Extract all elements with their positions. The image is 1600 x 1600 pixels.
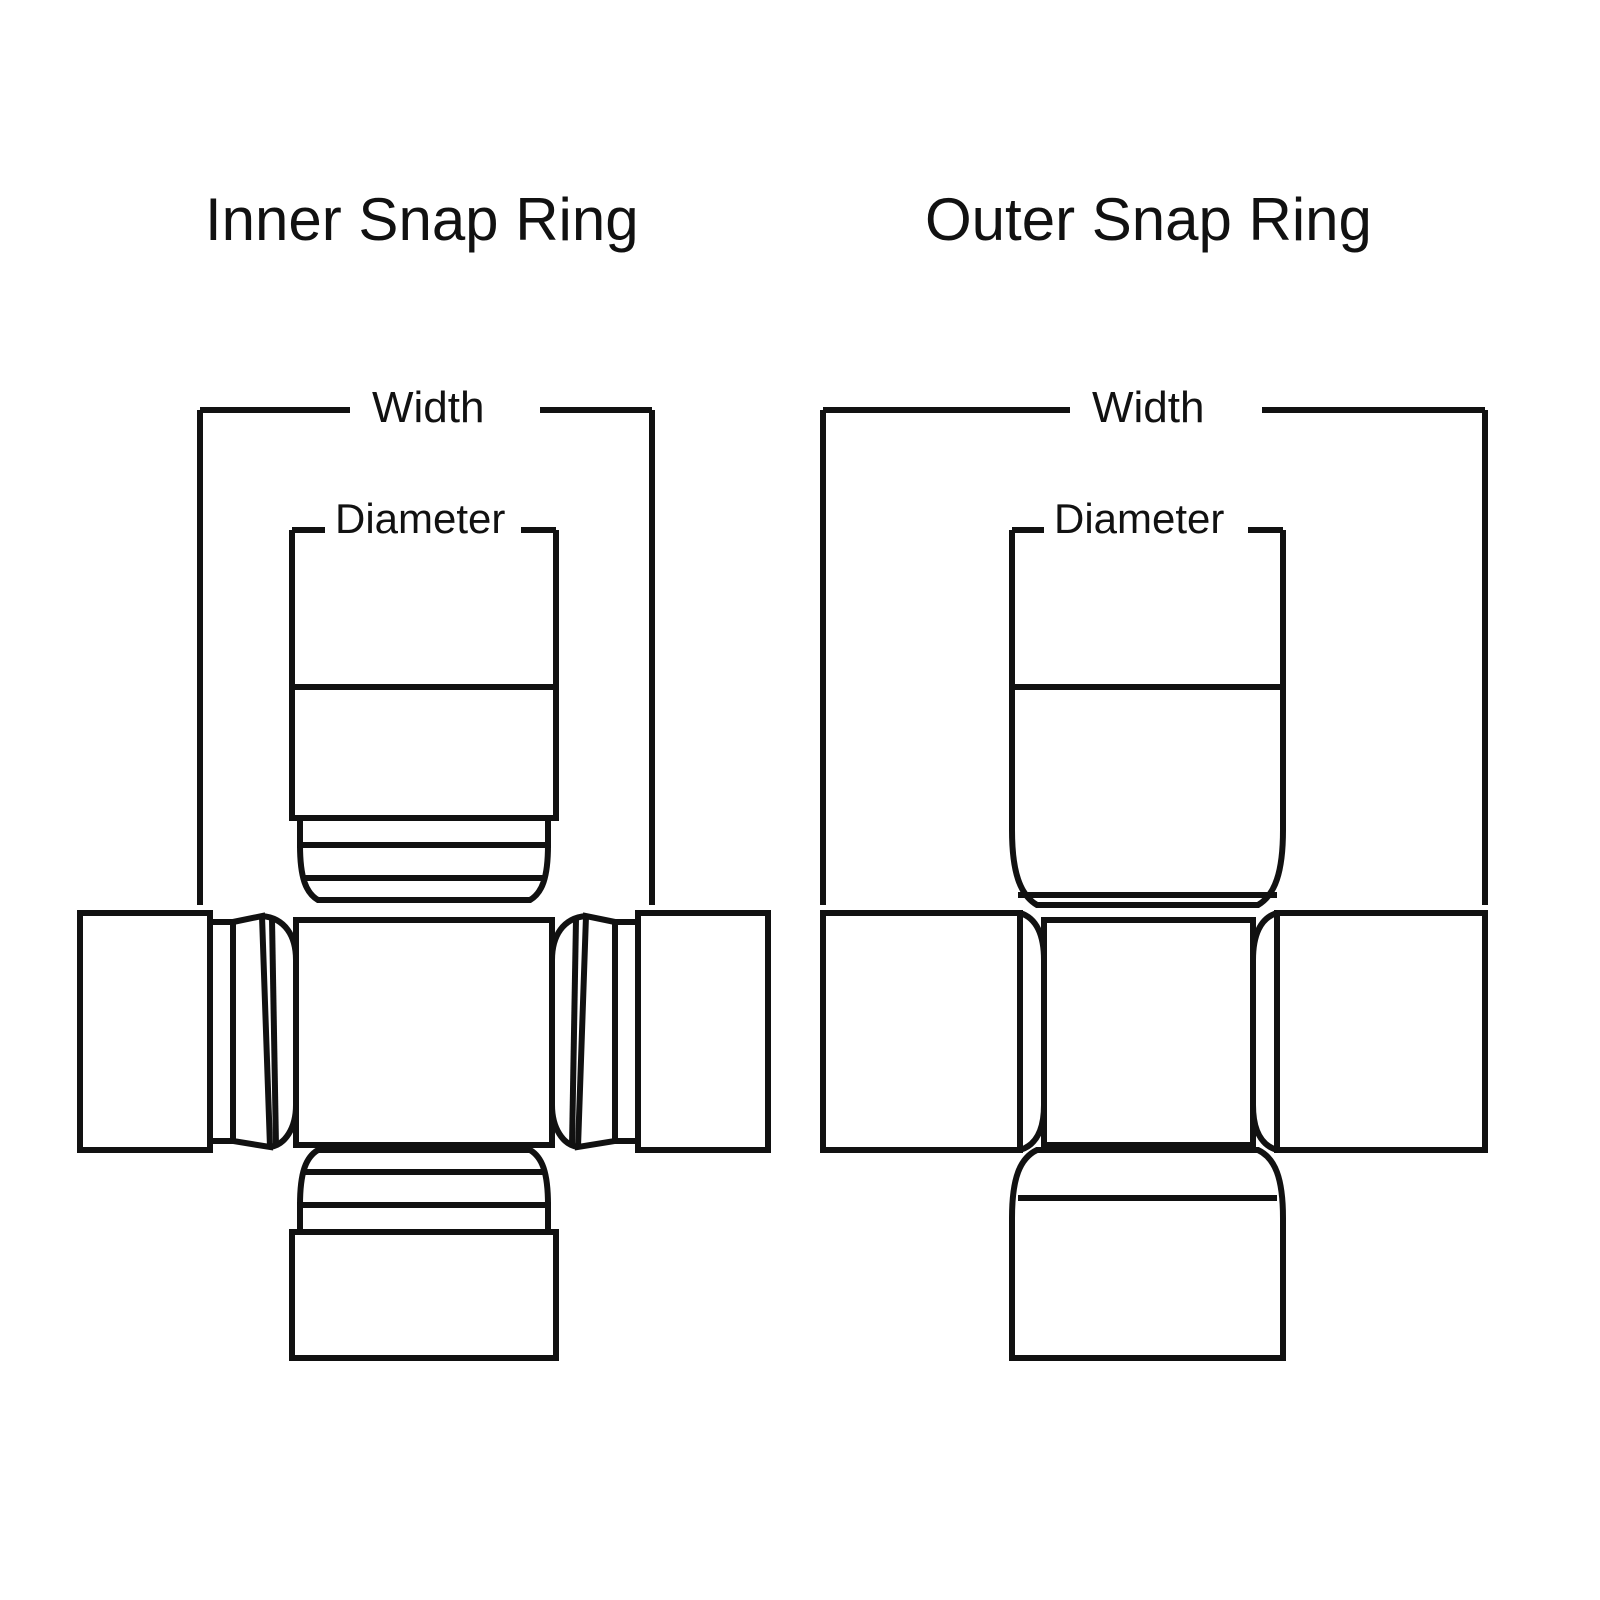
left-bearing-cap-left-panel: [77, 910, 299, 1153]
left-bearing-cap-right-panel: [820, 910, 1047, 1153]
center-cross-body-right: [1041, 917, 1256, 1148]
bottom-bearing-cap-left: [289, 1147, 559, 1361]
diameter-dimension-bracket-left: [289, 527, 559, 687]
width-dimension-label-left: Width: [362, 383, 495, 433]
top-bearing-cap-right: [1009, 684, 1286, 908]
width-dimension-label-right: Width: [1082, 383, 1215, 433]
diameter-dimension-bracket-right: [1009, 527, 1286, 687]
panel-title-outer-snap-ring: Outer Snap Ring: [925, 186, 1372, 253]
bottom-bearing-cap-right: [1009, 1147, 1286, 1361]
top-bearing-cap-left: [289, 684, 559, 903]
right-bearing-cap-left-panel: [549, 910, 771, 1153]
diameter-dimension-label-right: Diameter: [1044, 495, 1235, 543]
right-bearing-cap-right-panel: [1250, 910, 1488, 1153]
width-dimension-bracket-left: [197, 407, 655, 905]
width-dimension-bracket-right: [820, 407, 1488, 905]
diameter-dimension-label-left: Diameter: [325, 495, 516, 543]
panel-title-inner-snap-ring: Inner Snap Ring: [205, 186, 639, 253]
center-cross-body-left: [293, 917, 555, 1148]
